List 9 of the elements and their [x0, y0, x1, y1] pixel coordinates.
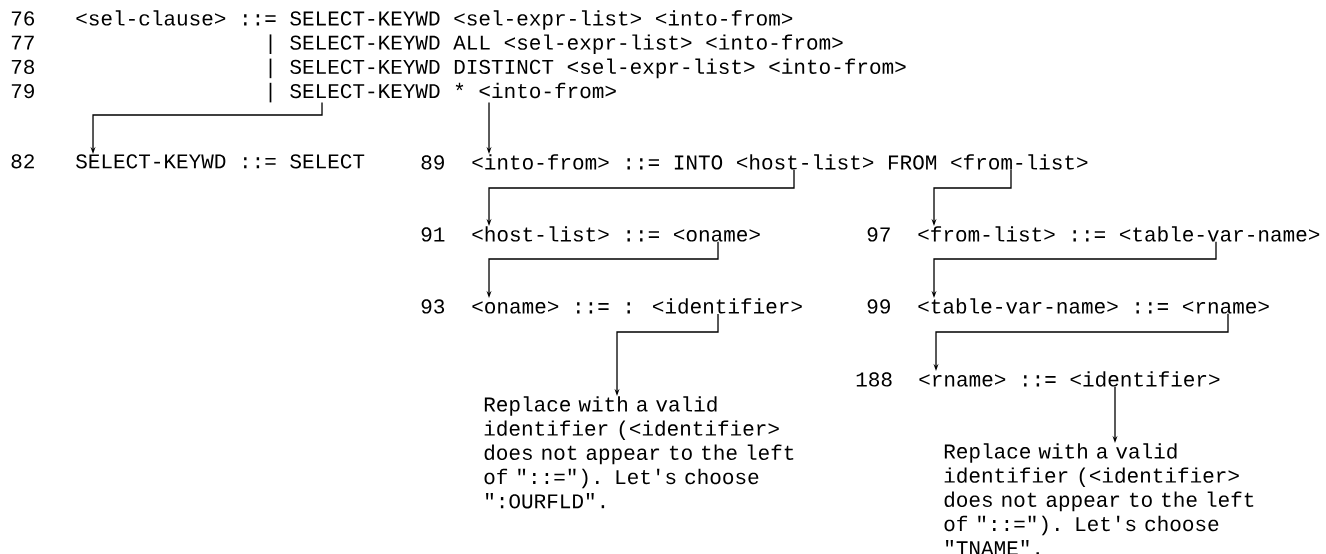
grammar-rule: 82 SELECT-KEYWD ::= SELECT — [11, 154, 365, 169]
grammar-rule: 99 <table-var-name> ::= <rname> — [867, 298, 1269, 314]
grammar-rule: 188 <rname> ::= <identifier> — [856, 371, 1220, 387]
grammar-rule: 97 <from-list> ::= <table-var-name> — [867, 226, 1320, 242]
annotation-text: Replace with a valid identifier (<identifier> does not appear to the left of "::="). Let's choose ":OURFLD". — [484, 396, 794, 509]
grammar-rule: 93 <oname> ::= : <identifier> — [421, 298, 802, 314]
grammar-rule: 76 <sel-clause> ::= SELECT-KEYWD <sel-expr-list> <into-from> 77 | SELECT-KEYWD ALL <sel-expr-list> <into-from> 78 | SELECT-KEYWD DISTINCT <sel-expr-list> <into-from> 79 | SELECT-KEYWD * <into-from> — [11, 10, 906, 103]
grammar-rule: 89 <into-from> ::= INTO <host-list> FROM <from-list> — [421, 154, 1088, 170]
grammar-rule: 91 <host-list> ::= <oname> — [421, 226, 760, 242]
